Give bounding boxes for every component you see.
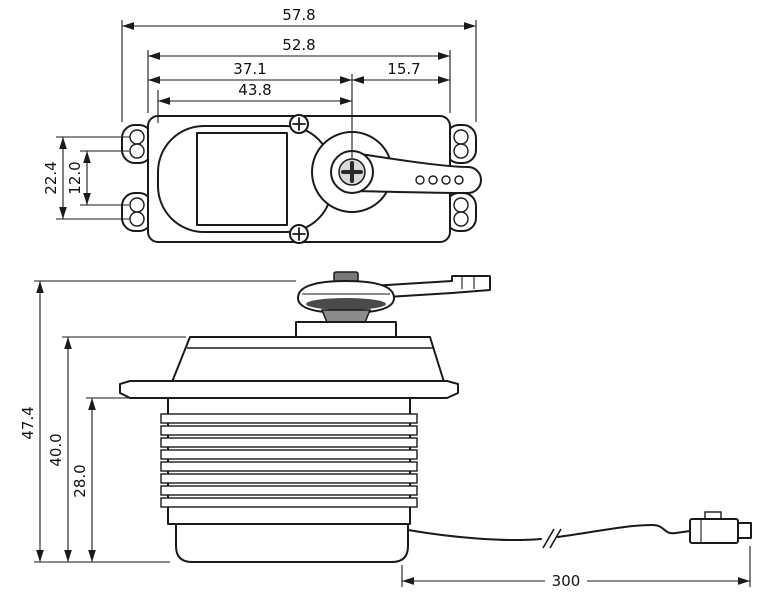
dim-label-overall-height: 47.4 xyxy=(19,406,37,439)
servo-horn-arm xyxy=(353,152,482,194)
dim-label-left-to-shaft: 37.1 xyxy=(233,60,266,78)
cable-break-icon xyxy=(542,528,555,549)
dim-label-lug-inner-span: 12.0 xyxy=(66,161,84,194)
top-case xyxy=(171,336,445,383)
cooling-fin xyxy=(160,449,418,460)
top-view: 57.8 52.8 37.1 15.7 43.8 22.4 12.0 xyxy=(42,6,482,244)
dim-label-case-width: 52.8 xyxy=(282,36,315,54)
dim-label-cable-length: 300 xyxy=(552,572,581,590)
cooling-fin xyxy=(160,425,418,436)
dim-label-overall-width: 57.8 xyxy=(282,6,315,24)
cooling-fin xyxy=(160,413,418,424)
dim-label-case-height: 40.0 xyxy=(47,433,65,466)
cooling-fin xyxy=(160,437,418,448)
dim-label-shaft-to-right: 15.7 xyxy=(387,60,420,78)
side-view-extension-lines xyxy=(34,280,751,587)
connector-plug xyxy=(689,511,752,544)
cooling-fin xyxy=(160,497,418,508)
dim-label-lug-outer-span: 22.4 xyxy=(42,161,60,194)
finned-middle-case xyxy=(160,397,418,525)
side-view-dimension-lines xyxy=(36,281,750,585)
top-view-dimension-lines xyxy=(59,22,476,219)
cooling-fin xyxy=(160,461,418,472)
output-shaft xyxy=(330,150,374,194)
dim-label-housing-to-shaft: 43.8 xyxy=(238,81,271,99)
dim-label-lower-height: 28.0 xyxy=(71,464,89,497)
cooling-fin xyxy=(160,485,418,496)
top-view-extension-lines xyxy=(56,20,477,220)
horn-hub xyxy=(297,271,395,314)
case-screw-bottom xyxy=(289,224,309,244)
bearing-boss xyxy=(295,321,397,338)
bottom-case xyxy=(175,523,409,563)
label-window xyxy=(196,132,288,226)
case-screw-top xyxy=(289,114,309,134)
mounting-flange xyxy=(119,380,459,399)
side-view: 47.4 40.0 28.0 300 xyxy=(19,271,752,590)
servo-cable xyxy=(407,523,691,549)
cooling-fin xyxy=(160,473,418,484)
